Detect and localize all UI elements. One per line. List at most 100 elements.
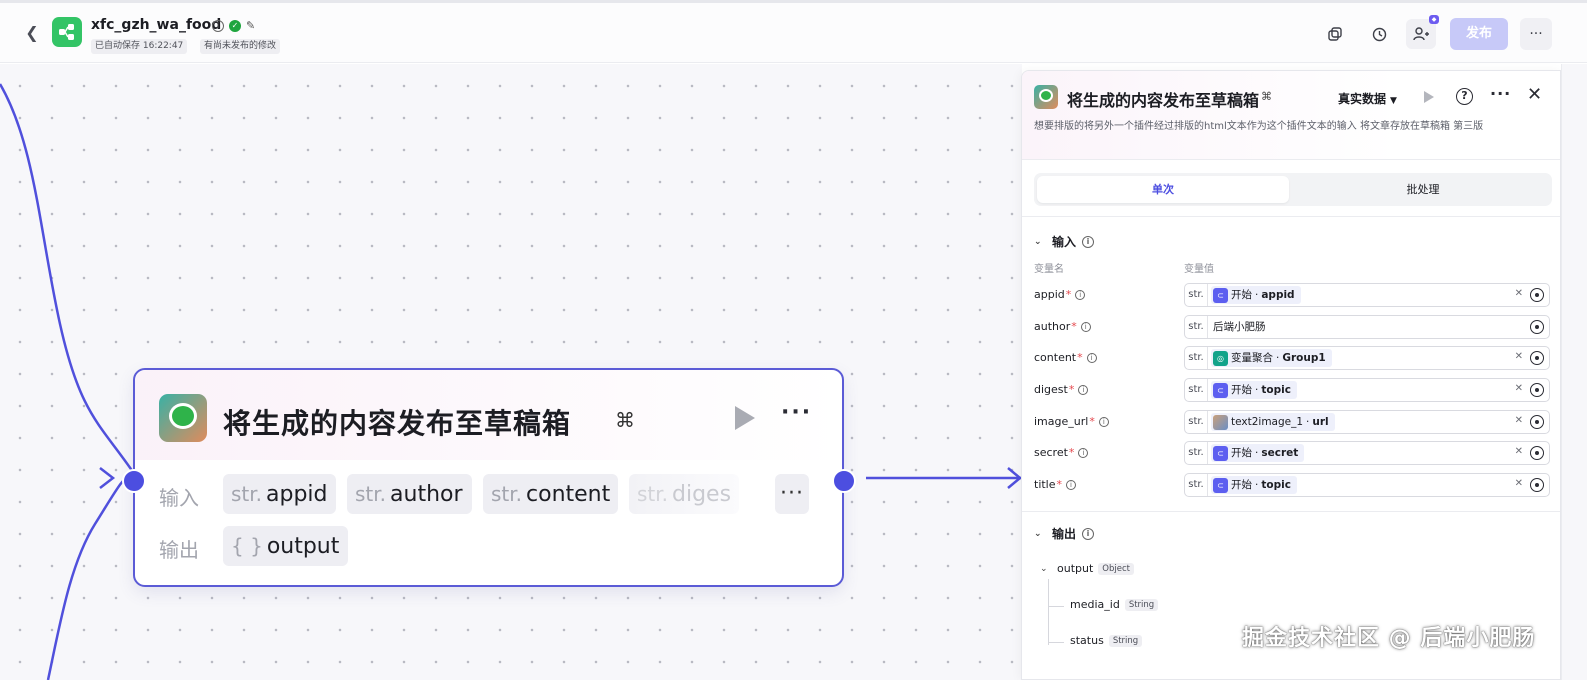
- node-more-button[interactable]: ···: [781, 400, 813, 425]
- wechat-plugin-icon: [159, 394, 207, 442]
- clear-icon[interactable]: ✕: [1514, 478, 1523, 489]
- param-value-field[interactable]: str. ⊂开始 · appid ✕: [1184, 283, 1550, 307]
- param-value-field[interactable]: str. 后端小肥肠: [1184, 315, 1550, 339]
- input-port[interactable]: [122, 469, 146, 493]
- param-text-value[interactable]: 后端小肥肠: [1213, 321, 1266, 333]
- column-header-name: 变量名: [1034, 264, 1064, 275]
- chevron-down-icon: ⌄: [1034, 528, 1042, 539]
- info-icon[interactable]: i: [1078, 448, 1089, 458]
- diamond-badge-icon: ◆: [1429, 15, 1439, 24]
- publish-button[interactable]: 发布: [1450, 18, 1508, 50]
- node-input-chip: str.author: [347, 474, 472, 514]
- clear-icon[interactable]: ✕: [1514, 383, 1523, 394]
- chevron-down-icon[interactable]: ⌄: [1040, 563, 1048, 574]
- panel-more-button[interactable]: ···: [1490, 84, 1512, 103]
- info-icon[interactable]: i: [1078, 385, 1089, 395]
- target-icon[interactable]: [1530, 351, 1544, 365]
- chevron-down-icon: ⌄: [1034, 236, 1042, 247]
- run-icon[interactable]: [1424, 91, 1434, 103]
- copy-button[interactable]: [1320, 19, 1350, 49]
- node-config-panel: 将生成的内容发布至草稿箱 ⌘ 真实数据▼ ? ··· ✕ 想要排版的将另外一个插…: [1021, 70, 1561, 680]
- variable-reference[interactable]: ⊂开始 · topic: [1211, 476, 1297, 494]
- target-icon[interactable]: [1530, 320, 1544, 334]
- autosave-status: 已自动保存 16:22:47: [91, 39, 188, 54]
- image-node-icon: [1213, 414, 1228, 430]
- plugin-store-icon: ⌘: [1261, 90, 1272, 103]
- more-options-button[interactable]: ···: [1520, 18, 1552, 50]
- variable-reference[interactable]: ⊂开始 · secret: [1211, 444, 1305, 462]
- run-node-icon[interactable]: [735, 406, 755, 430]
- type-selector[interactable]: str.: [1185, 474, 1208, 496]
- start-node-icon: ⊂: [1213, 382, 1228, 398]
- type-selector[interactable]: str.: [1185, 316, 1208, 338]
- input-section-toggle[interactable]: ⌄ 输入 i: [1034, 233, 1095, 250]
- info-icon[interactable]: i: [212, 19, 224, 32]
- tree-connector: [1048, 579, 1049, 645]
- watermark: 掘金技术社区 @ 后端小肥肠: [1242, 626, 1536, 651]
- close-icon[interactable]: ✕: [1527, 84, 1543, 105]
- param-row-content: content*i str. ◎变量聚合 · Group1 ✕: [1034, 346, 1554, 370]
- output-tree-root[interactable]: ⌄ output Object: [1040, 562, 1134, 575]
- variable-reference[interactable]: ⊂开始 · topic: [1211, 381, 1297, 399]
- edge-incoming-top: [0, 83, 135, 473]
- output-tree-item: status String: [1070, 634, 1143, 647]
- collaborators-button[interactable]: ◆: [1406, 15, 1439, 49]
- type-selector[interactable]: str.: [1185, 411, 1208, 433]
- variable-reference[interactable]: text2image_1 · url: [1211, 413, 1335, 431]
- type-selector[interactable]: str.: [1185, 442, 1208, 464]
- variable-merge-icon: ◎: [1213, 350, 1228, 366]
- node-input-label: 输入: [159, 486, 199, 510]
- param-value-field[interactable]: str. ⊂开始 · topic ✕: [1184, 473, 1550, 497]
- target-icon[interactable]: [1530, 383, 1544, 397]
- variable-reference[interactable]: ⊂开始 · appid: [1211, 286, 1301, 304]
- info-icon[interactable]: i: [1086, 353, 1097, 363]
- param-value-field[interactable]: str. ⊂开始 · topic ✕: [1184, 378, 1550, 402]
- workflow-canvas[interactable]: 将生成的内容发布至草稿箱 ⌘ ··· 输入 str.appid str.auth…: [0, 64, 1022, 680]
- type-selector[interactable]: str.: [1185, 347, 1208, 369]
- back-arrow-icon[interactable]: ❮: [25, 23, 39, 42]
- param-row-secret: secret*i str. ⊂开始 · secret ✕: [1034, 441, 1554, 465]
- info-icon[interactable]: i: [1075, 290, 1086, 300]
- type-selector[interactable]: str.: [1185, 379, 1208, 401]
- clear-icon[interactable]: ✕: [1514, 288, 1523, 299]
- edit-icon[interactable]: ✎: [246, 19, 256, 32]
- info-icon[interactable]: i: [1066, 480, 1077, 490]
- help-icon[interactable]: ?: [1456, 88, 1473, 105]
- check-circle-icon: ✓: [229, 19, 241, 32]
- app-logo-icon: [52, 17, 82, 47]
- variable-reference[interactable]: ◎变量聚合 · Group1: [1211, 349, 1332, 367]
- mode-tabs: 单次 批处理: [1034, 173, 1552, 206]
- target-icon[interactable]: [1530, 446, 1544, 460]
- param-value-field[interactable]: str. ◎变量聚合 · Group1 ✕: [1184, 346, 1550, 370]
- tree-connector: [1048, 606, 1064, 607]
- clear-icon[interactable]: ✕: [1514, 351, 1523, 362]
- tree-connector: [1048, 642, 1064, 643]
- tab-batch[interactable]: 批处理: [1406, 183, 1440, 196]
- node-input-chip: str.appid: [223, 474, 336, 514]
- output-section-toggle[interactable]: ⌄ 输出 i: [1034, 525, 1095, 542]
- tab-single[interactable]: 单次: [1037, 176, 1289, 203]
- type-selector[interactable]: str.: [1185, 284, 1208, 306]
- clear-icon[interactable]: ✕: [1514, 446, 1523, 457]
- users-icon: [1413, 27, 1429, 41]
- clear-icon[interactable]: ✕: [1514, 415, 1523, 426]
- info-icon[interactable]: i: [1082, 527, 1095, 540]
- target-icon[interactable]: [1530, 415, 1544, 429]
- target-icon[interactable]: [1530, 478, 1544, 492]
- edge-outgoing-arrowhead: [1007, 467, 1022, 489]
- app-name: xfc_gzh_wa_food: [91, 17, 222, 33]
- info-icon[interactable]: i: [1080, 322, 1091, 332]
- info-icon[interactable]: i: [1082, 235, 1095, 248]
- target-icon[interactable]: [1530, 288, 1544, 302]
- type-badge: String: [1124, 598, 1159, 611]
- wechat-plugin-icon: [1034, 85, 1058, 109]
- plugin-node[interactable]: 将生成的内容发布至草稿箱 ⌘ ··· 输入 str.appid str.auth…: [122, 368, 856, 587]
- node-inputs-more-button[interactable]: ···: [775, 474, 809, 514]
- param-row-title: title*i str. ⊂开始 · topic ✕: [1034, 473, 1554, 497]
- output-port[interactable]: [832, 469, 856, 493]
- history-button[interactable]: [1364, 19, 1394, 49]
- data-mode-dropdown[interactable]: 真实数据▼: [1338, 92, 1397, 106]
- info-icon[interactable]: i: [1098, 417, 1109, 427]
- param-value-field[interactable]: str. text2image_1 · url ✕: [1184, 410, 1550, 434]
- param-value-field[interactable]: str. ⊂开始 · secret ✕: [1184, 441, 1550, 465]
